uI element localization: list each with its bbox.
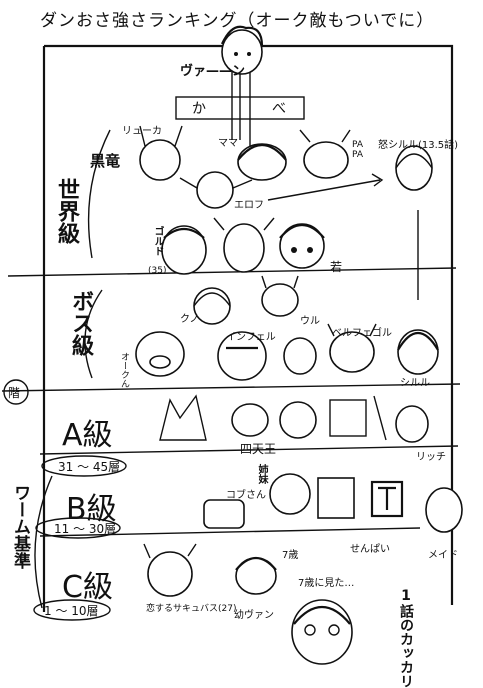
- wall-label-be: べ: [272, 101, 286, 117]
- osanai-label: 幼ヴァン: [234, 610, 274, 621]
- b-rank-floors: 11 〜 30層: [54, 522, 117, 536]
- vernon-label: ヴァ——ン: [180, 64, 246, 79]
- koisuru-label: 恋するサキュバス(27): [146, 604, 237, 614]
- inferu-label: インフェル: [226, 332, 276, 343]
- c-rank-floors: 1 〜 10層: [44, 604, 99, 618]
- a-rank-floors: 31 〜 45層: [58, 460, 121, 474]
- kuno-label: クノ: [180, 314, 200, 325]
- a-rank-label: A級: [62, 418, 113, 453]
- oku-label: オークん: [119, 352, 129, 388]
- nanasai-label: 7歳: [282, 550, 299, 561]
- wall-label-ka: か: [192, 101, 206, 117]
- maid-label: メイド: [428, 550, 458, 561]
- berufegoru-label: ベルフェゴル: [332, 328, 392, 339]
- goldo-label: ゴルド: [152, 226, 163, 256]
- world-class-label: 世界級: [54, 178, 79, 244]
- shitennou-label: 四天王: [240, 442, 277, 456]
- wakai-label: 若: [330, 260, 343, 274]
- ryuka-label: リューカ: [122, 126, 162, 137]
- siruru-angry-label: 怒シルル(13.5話): [378, 140, 459, 151]
- nanasai-note: 7歳に見た…: [298, 578, 355, 589]
- siruru-label: シルル: [400, 378, 430, 389]
- goldo-age-label: (35): [148, 266, 167, 276]
- mama-label: ママ: [218, 138, 238, 149]
- papa-label: PA PA: [352, 140, 364, 160]
- worm-standard-label: ワーム基準: [10, 484, 30, 569]
- c-rank-label: C級: [62, 570, 113, 605]
- kokuryu-label: 黒竜: [90, 152, 121, 170]
- elf-label: エロフ: [234, 200, 264, 211]
- uru-label: ウル: [300, 316, 320, 327]
- boss-class-label: ボス級: [68, 290, 93, 356]
- sister-label: 姉妹: [256, 464, 267, 484]
- b-rank-label: B級: [66, 492, 117, 527]
- dungeon-badge: 階: [8, 386, 21, 400]
- kakkari-label: 1話のカッカリ: [398, 588, 414, 688]
- kobu-label: コブさん: [226, 490, 266, 501]
- senpai-label: せんぱい: [350, 544, 390, 555]
- page-title: ダンおさ強さランキング（オーク敵もついでに）: [40, 11, 435, 31]
- ritchi-label: リッチ: [416, 452, 446, 463]
